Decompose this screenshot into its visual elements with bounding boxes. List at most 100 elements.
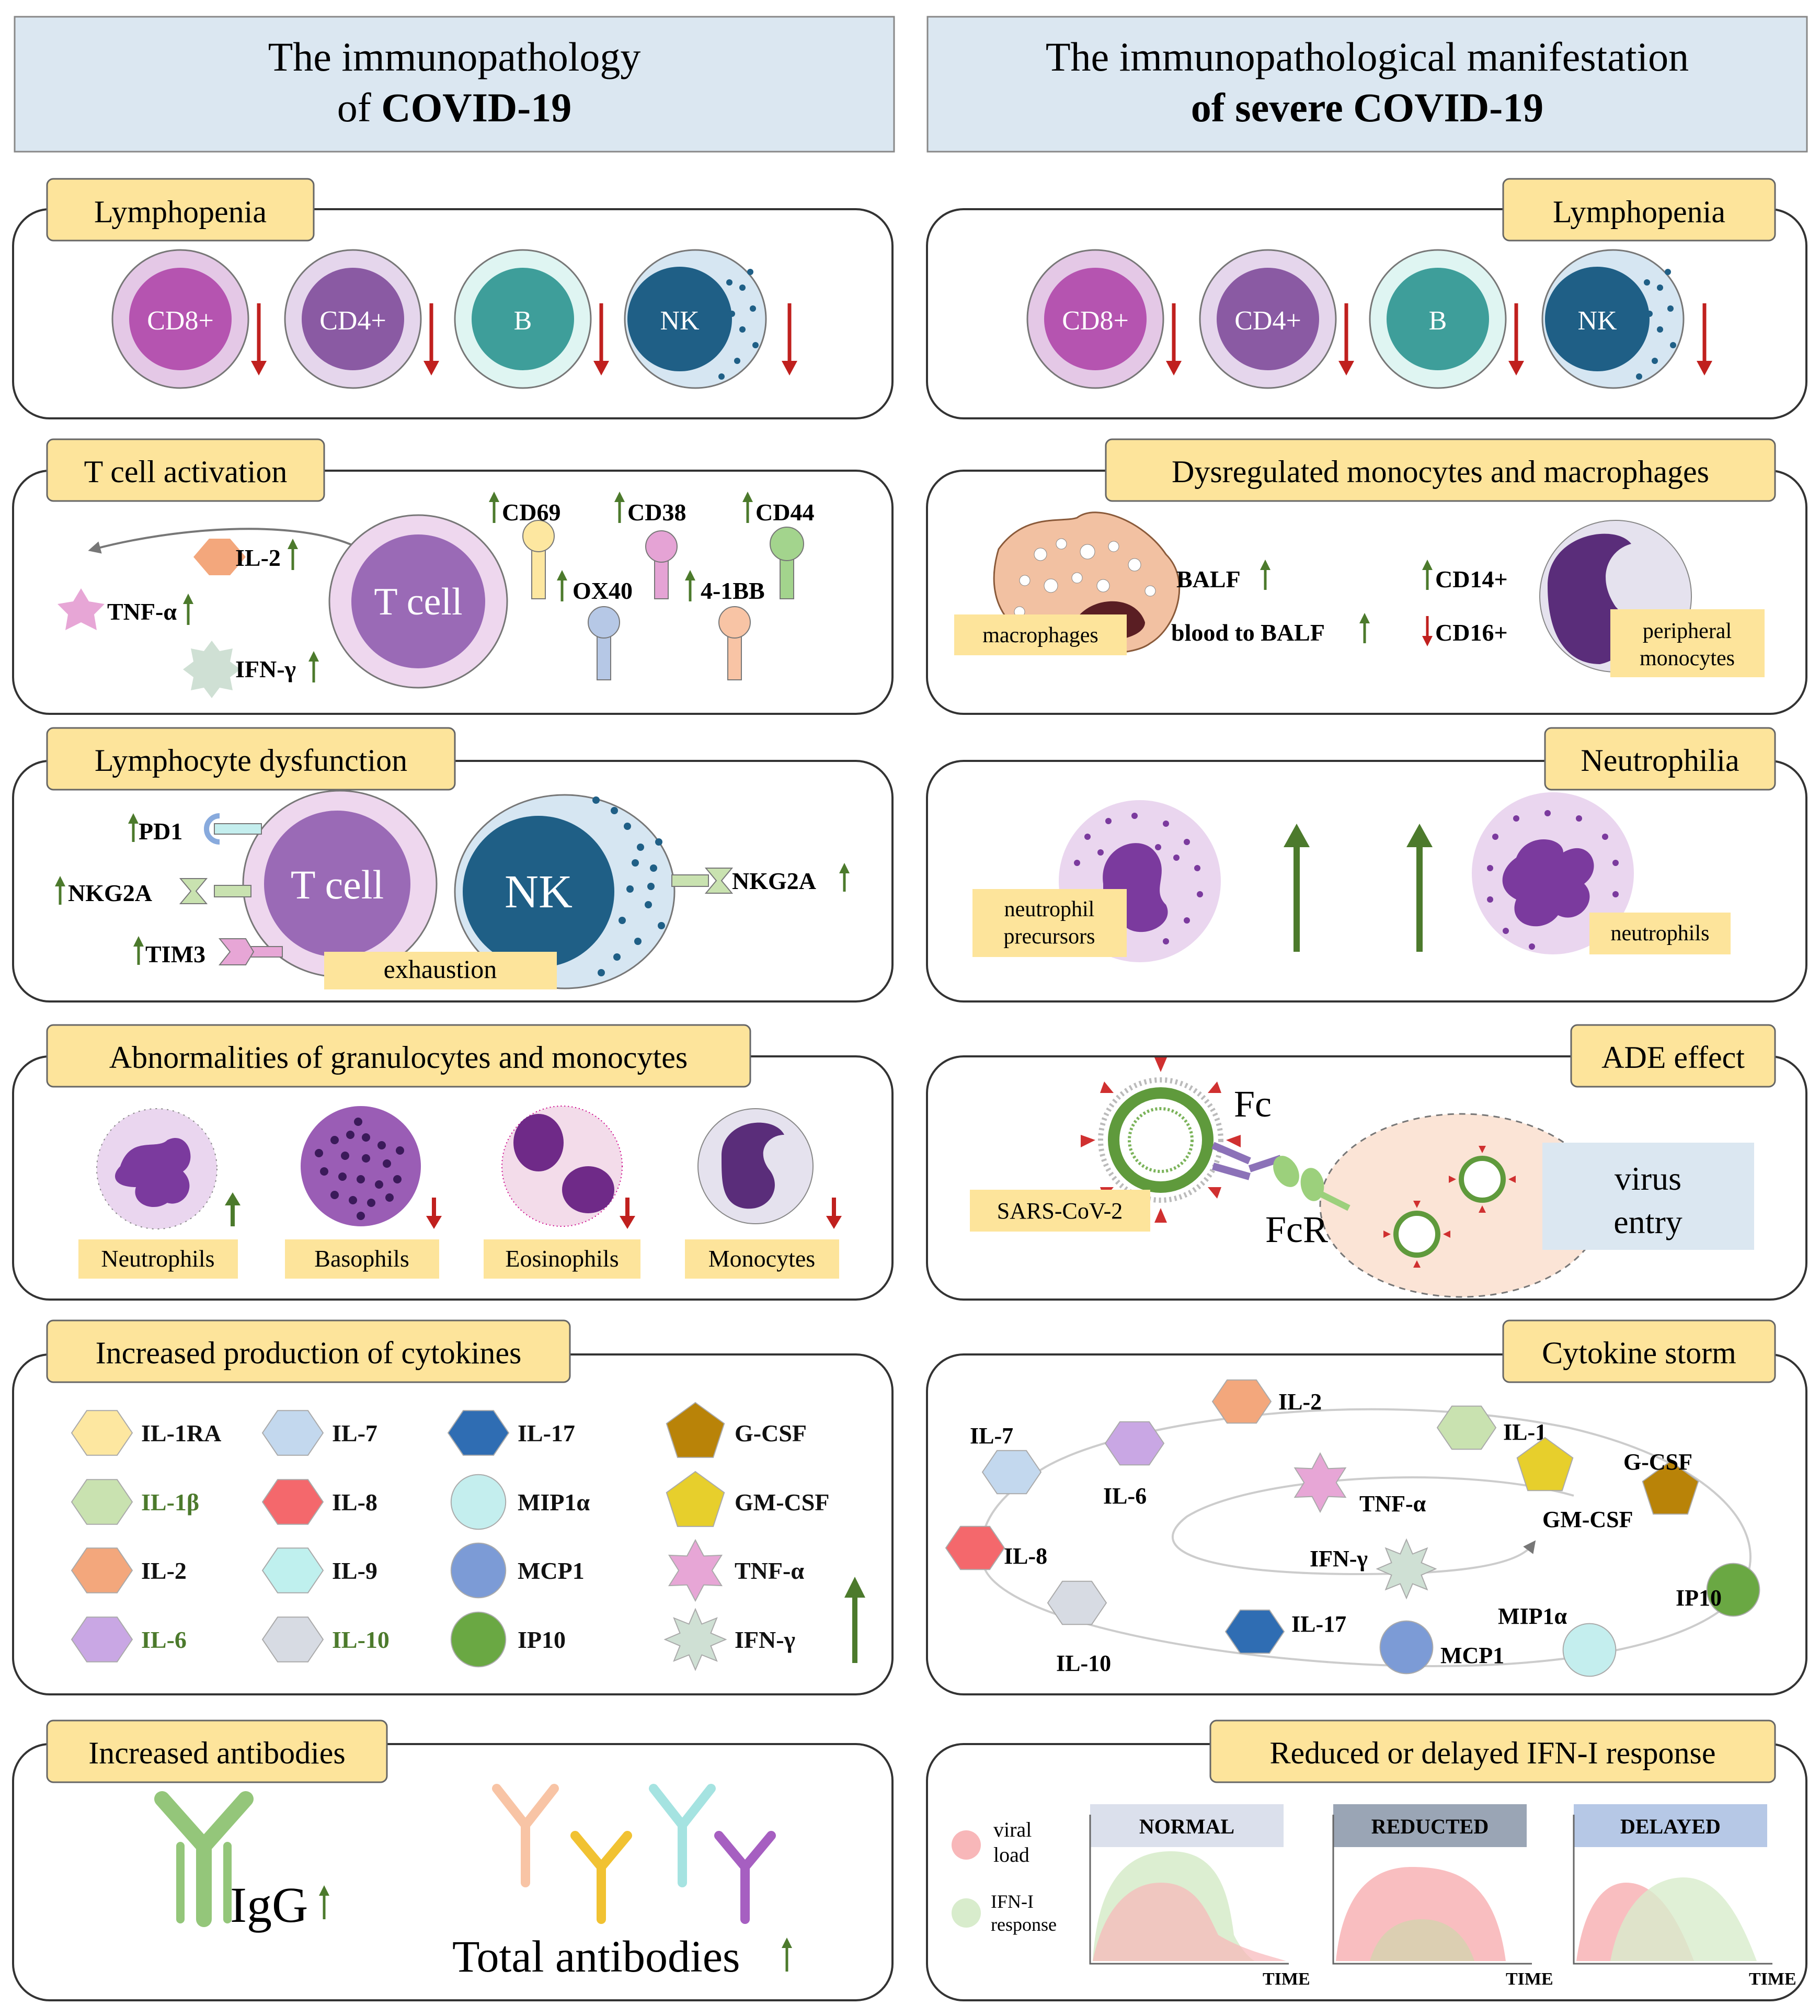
storm-cytokine: IL-8 bbox=[945, 1525, 1047, 1570]
storm-cytokine-name: IL-10 bbox=[1056, 1650, 1111, 1676]
label-cytokine-storm: Cytokine storm bbox=[1542, 1336, 1736, 1370]
tnf-star-icon bbox=[58, 588, 105, 630]
total-antibodies-label: Total antibodies bbox=[452, 1931, 740, 1981]
storm-cytokine-name: IL-2 bbox=[1278, 1389, 1322, 1415]
storm-cytokine-name: IL-8 bbox=[1004, 1543, 1047, 1569]
storm-cytokine: MCP1 bbox=[1379, 1620, 1504, 1675]
cytokine-pent-icon bbox=[666, 1471, 725, 1527]
cytokine-item: MCP1 bbox=[450, 1542, 585, 1599]
cytokine-hex-icon bbox=[71, 1479, 133, 1525]
cytokine-hex-icon bbox=[447, 1410, 510, 1456]
granulocytes-content: Neutrophils Basophils Eosinophils Monocy… bbox=[78, 1106, 842, 1279]
left-title-line2: of COVID-19 bbox=[337, 85, 571, 130]
neutrophils-label: neutrophils bbox=[1611, 921, 1710, 946]
dysfunction-content: T cell NK PD1 NKG2A TIM3 NKG2A exhaustio… bbox=[55, 790, 850, 989]
storm-cytokine-name: MIP1α bbox=[1498, 1603, 1567, 1629]
storm-cytokine: IL-2 bbox=[1211, 1379, 1322, 1424]
storm-cytokine: IL-6 bbox=[1103, 1421, 1165, 1509]
panel-reducted: REDUCTED bbox=[1371, 1815, 1489, 1838]
storm-circle-icon bbox=[1562, 1623, 1617, 1677]
peripheral-label-2: monocytes bbox=[1640, 646, 1735, 670]
cd16-label: CD16+ bbox=[1435, 619, 1508, 646]
sars-cov-2-label: SARS-CoV-2 bbox=[997, 1198, 1123, 1224]
cytokine-name: IL-9 bbox=[332, 1557, 377, 1584]
svg-text:OX40: OX40 bbox=[573, 577, 633, 604]
cytokine-item: IL-17 bbox=[447, 1410, 575, 1456]
cytokine-name: IL-2 bbox=[141, 1557, 187, 1584]
cell-label: B bbox=[514, 306, 532, 336]
blood-balf-label: blood to BALF bbox=[1171, 619, 1325, 646]
storm-cytokine: G-CSF bbox=[1623, 1449, 1699, 1515]
right-header: The immunopathological manifestation of … bbox=[926, 16, 1808, 153]
cell-cd4-left: CD4+ bbox=[284, 249, 439, 389]
storm-cytokine-name: IP10 bbox=[1676, 1585, 1722, 1611]
legend-ifn-2: response bbox=[991, 1914, 1057, 1935]
cd14-label: CD14+ bbox=[1435, 566, 1508, 593]
storm-circle-icon bbox=[1379, 1620, 1434, 1675]
cytokine-name: G-CSF bbox=[735, 1420, 807, 1446]
granulocyte-basophils: Basophils bbox=[314, 1245, 409, 1272]
storm-cytokine: IL-7 bbox=[970, 1423, 1042, 1495]
cytokine-name: IL-17 bbox=[518, 1420, 575, 1446]
virus-entry-label-2: entry bbox=[1613, 1203, 1682, 1240]
exhaustion-label: exhaustion bbox=[384, 954, 497, 984]
cytokine-circle-icon bbox=[450, 1474, 507, 1530]
storm-hex-icon bbox=[1047, 1580, 1107, 1625]
cytokine-item: IL-7 bbox=[261, 1410, 377, 1456]
time-reducted: TIME bbox=[1506, 1969, 1553, 1989]
svg-text:CD38: CD38 bbox=[627, 499, 686, 526]
macrophages-label: macrophages bbox=[982, 623, 1098, 647]
receptor-tim3: TIM3 bbox=[145, 941, 205, 967]
storm-star-icon bbox=[1294, 1452, 1347, 1513]
fcr-label: FcR bbox=[1265, 1209, 1328, 1250]
receptor-nkg2a-left: NKG2A bbox=[68, 880, 152, 906]
section-labels: Lymphopenia T cell activation Lymphocyte… bbox=[46, 178, 1776, 1783]
label-lymphocyte-dysfunction: Lymphocyte dysfunction bbox=[95, 743, 407, 778]
marker-cd38: CD38 bbox=[614, 492, 686, 599]
legend-ifn-1: IFN-I bbox=[991, 1891, 1034, 1912]
cell-label: CD4+ bbox=[319, 306, 386, 336]
storm-cytokine-name: IL-6 bbox=[1103, 1483, 1147, 1509]
ifn-content: viral load IFN-I response NORMAL TIME RE… bbox=[952, 1804, 1796, 1989]
cytokine-item: IL-6 bbox=[71, 1616, 187, 1662]
panel-normal: NORMAL bbox=[1139, 1815, 1234, 1838]
panel-delayed: DELAYED bbox=[1620, 1815, 1721, 1838]
storm-cytokine: IL-10 bbox=[1047, 1580, 1111, 1676]
cell-label: B bbox=[1429, 306, 1447, 336]
svg-text:4-1BB: 4-1BB bbox=[701, 577, 765, 604]
label-antibodies: Increased antibodies bbox=[88, 1736, 345, 1770]
storm-cytokine-name: IFN-γ bbox=[1310, 1546, 1368, 1571]
cytokine-name: GM-CSF bbox=[735, 1489, 829, 1516]
cytokine-circle-icon bbox=[450, 1611, 507, 1668]
neutrophilia-content: neutrophil precursors neutrophils bbox=[972, 792, 1731, 962]
marker-cd44: CD44 bbox=[742, 492, 814, 599]
cytokine-tnf: TNF-α bbox=[107, 598, 177, 625]
cytokine-name: IL-10 bbox=[332, 1626, 390, 1653]
lymphopenia-left-cells: CD8+ CD4+ B NK bbox=[111, 249, 797, 389]
granulocyte-monocytes: Monocytes bbox=[708, 1245, 815, 1272]
cell-label: CD4+ bbox=[1234, 306, 1301, 336]
cytokine-hex-icon bbox=[71, 1410, 133, 1456]
storm-cytokine-name: GM-CSF bbox=[1542, 1507, 1633, 1532]
cytokine-il2: IL-2 bbox=[235, 544, 281, 571]
label-cytokines-left: Increased production of cytokines bbox=[96, 1336, 522, 1370]
right-title-line2: of severe COVID-19 bbox=[1191, 85, 1543, 130]
storm-star8-icon bbox=[1376, 1538, 1437, 1600]
cytokine-item: IL-1RA bbox=[71, 1410, 221, 1456]
storm-pent-icon bbox=[1516, 1437, 1574, 1491]
label-neutrophilia: Neutrophilia bbox=[1581, 743, 1739, 778]
storm-cytokine: IP10 bbox=[1676, 1563, 1760, 1617]
cell-label: CD8+ bbox=[1062, 306, 1129, 336]
label-lymphopenia-right: Lymphopenia bbox=[1553, 195, 1725, 229]
storm-hex-icon bbox=[1211, 1379, 1272, 1424]
marker-cd69: CD69 bbox=[489, 492, 560, 599]
marker-ox40: OX40 bbox=[557, 570, 633, 680]
cytokine-name: IL-6 bbox=[141, 1626, 187, 1653]
precursors-label-1: neutrophil bbox=[1004, 897, 1095, 921]
storm-hex-icon bbox=[981, 1450, 1042, 1495]
cytokine-name: MCP1 bbox=[518, 1557, 585, 1584]
fc-label: Fc bbox=[1234, 1083, 1272, 1125]
